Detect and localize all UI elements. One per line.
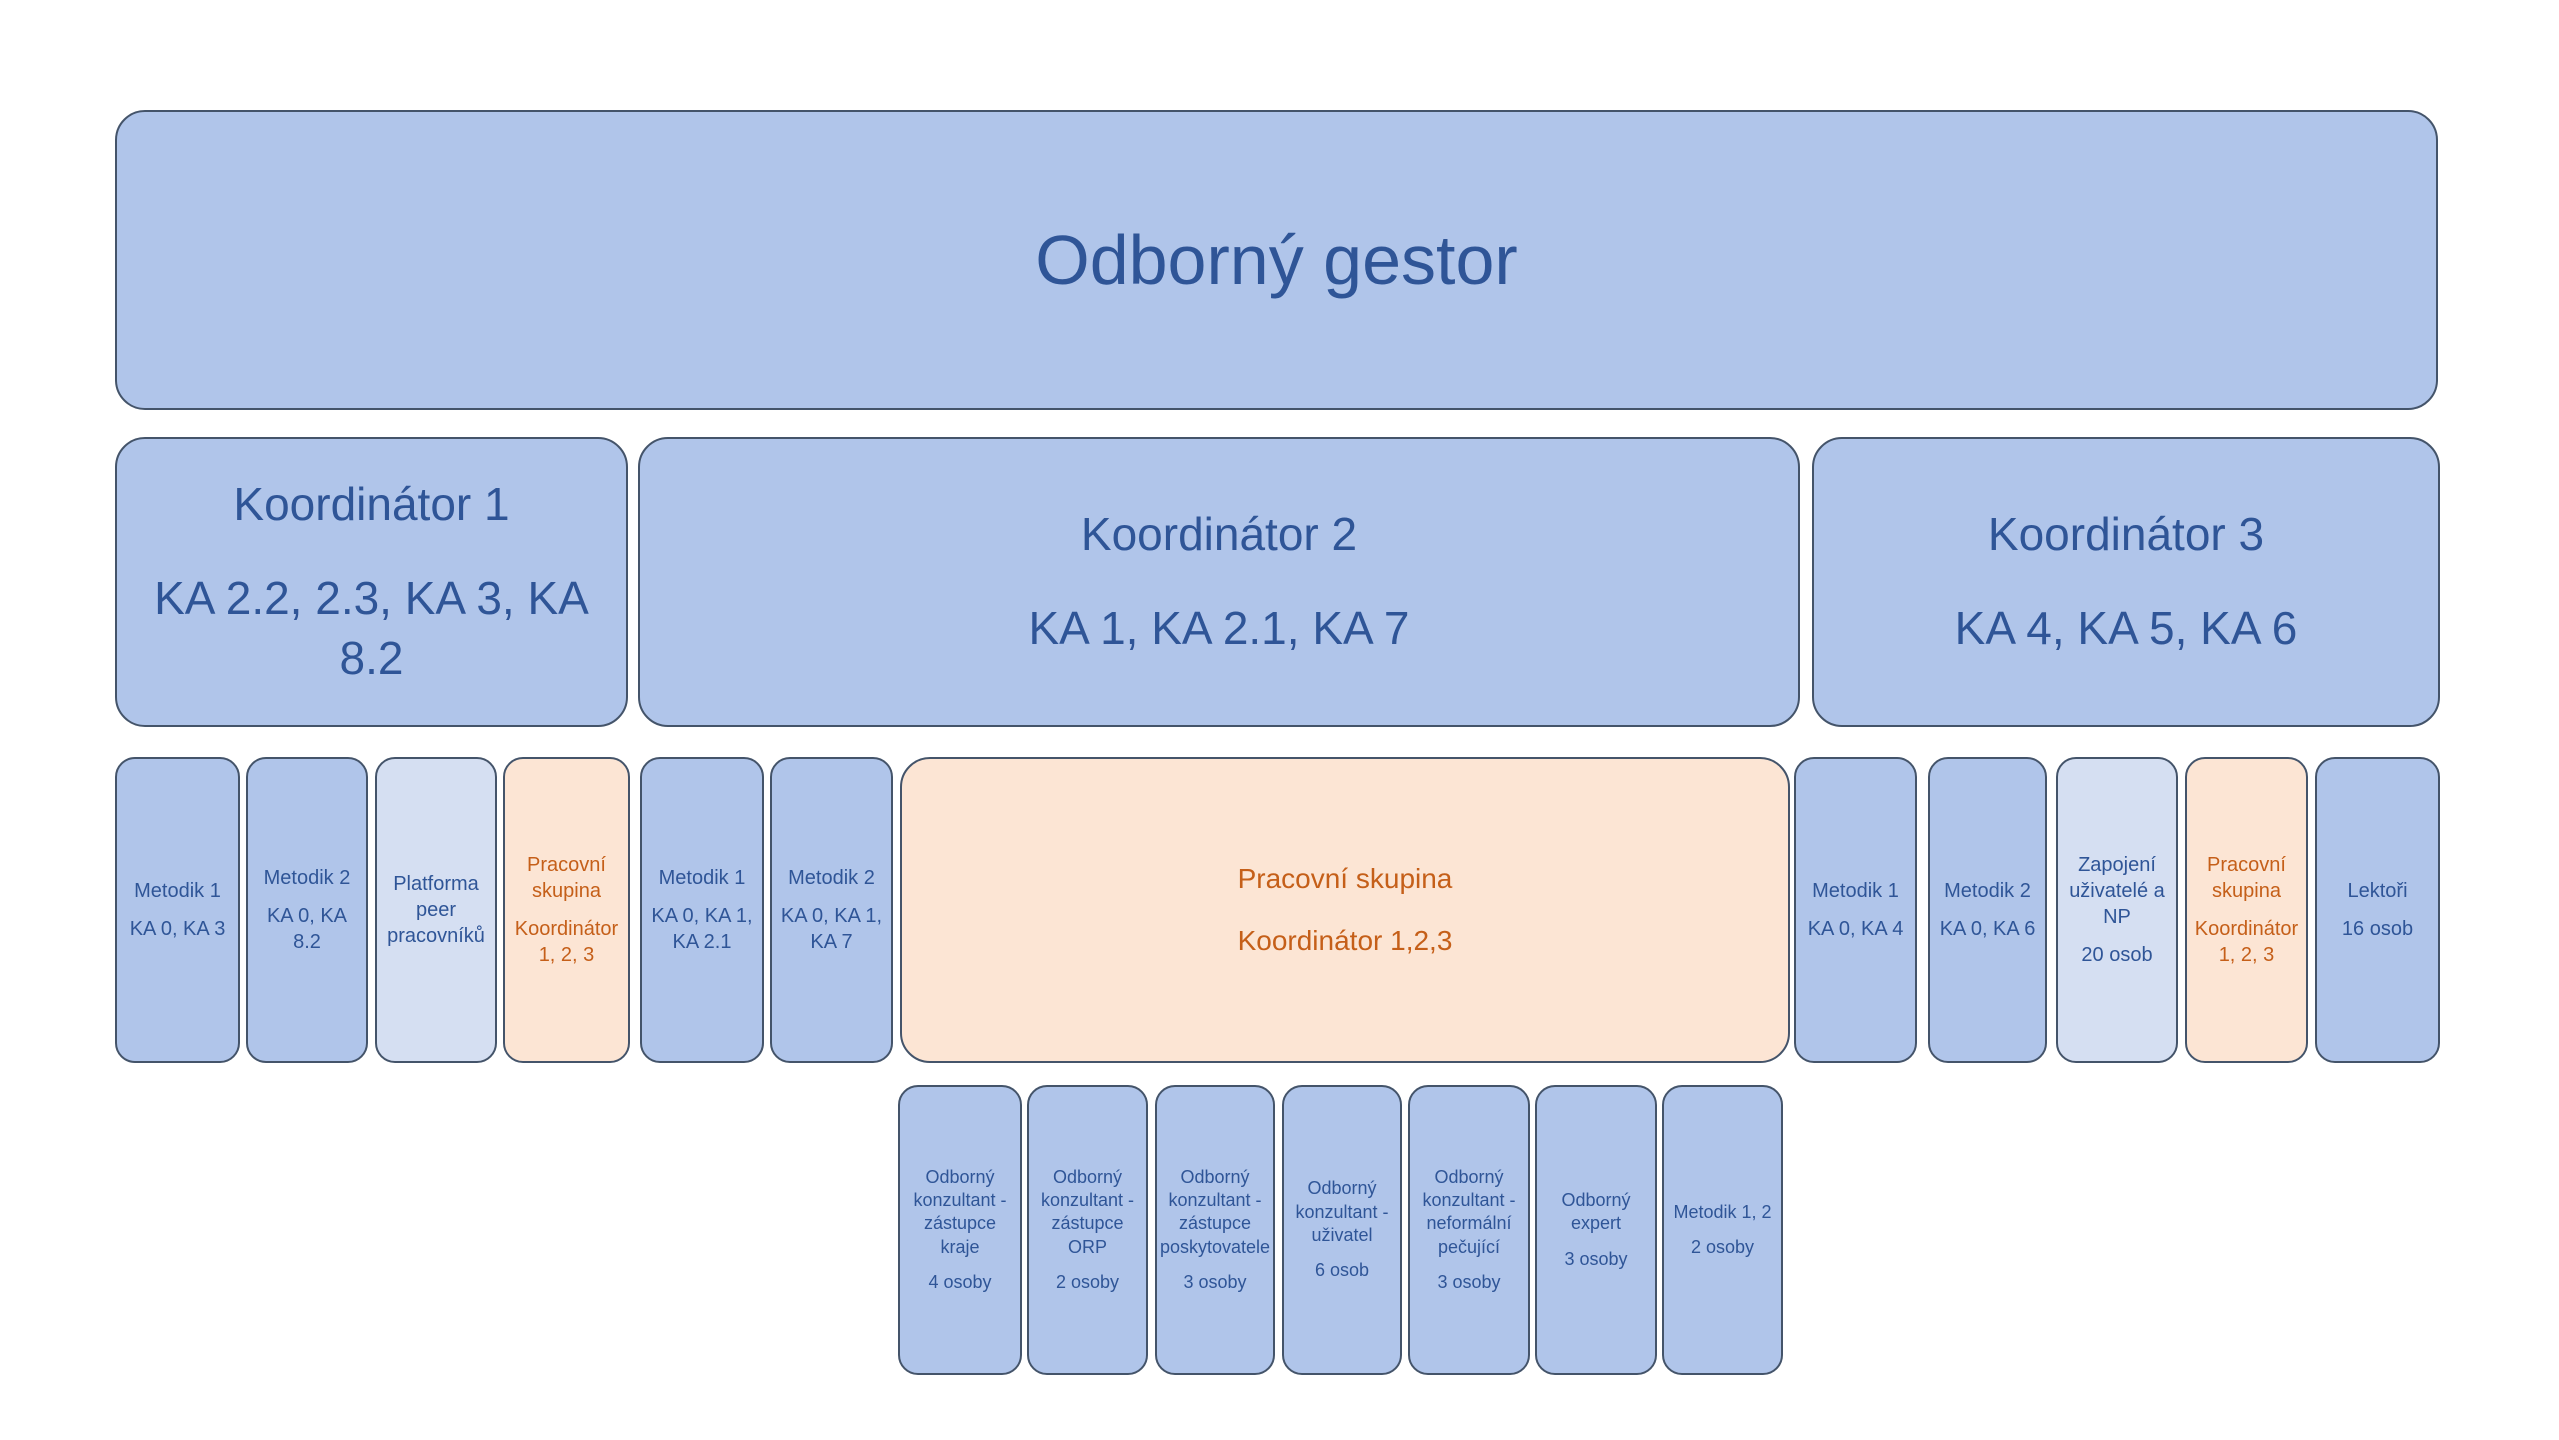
box-platforma-peer-pracovniku: Platforma peer pracovníků [375,757,497,1063]
box-title: Odborný konzultant - uživatel [1295,1178,1389,1245]
box-odborny-gestor: Odborný gestor [115,110,2438,410]
box-detail: 4 osoby [928,1272,992,1293]
box-zapojeni-uzivatele-np: Zapojení uživatelé a NP 20 osob [2056,757,2178,1063]
box-detail: KA 0, KA 6 [1939,918,2036,940]
box-konzultant-neformalni-pecujici: Odborný konzultant - neformální pečující… [1408,1085,1530,1375]
box-title: Koordinátor 1 [233,478,510,531]
box-detail: KA 0, KA 1, KA 7 [780,905,883,953]
box-lektori: Lektoři 16 osob [2315,757,2440,1063]
box-title: Odborný konzultant - zástupce poskytovat… [1159,1166,1271,1257]
box-detail: 20 osob [2081,944,2153,966]
box-title: Pracovní skupina [1237,862,1453,894]
box-title: Metodik 1, 2 [1673,1201,1772,1222]
box-detail: Koordinátor 1, 2, 3 [2194,918,2299,966]
box-title: Odborný konzultant - zástupce kraje [913,1166,1007,1257]
box-metodik2-ka0-ka82: Metodik 2 KA 0, KA 8.2 [246,757,368,1063]
box-detail: 3 osoby [1437,1272,1501,1293]
box-detail: KA 0, KA 1, KA 2.1 [651,905,753,953]
box-title: Metodik 1 [134,880,221,902]
box-title: Metodik 1 [1812,880,1899,902]
box-pracovni-skupina-k1: Pracovní skupina Koordinátor 1, 2, 3 [503,757,630,1063]
box-subtitle: KA 4, KA 5, KA 6 [1954,602,2298,654]
box-title: Odborný gestor [1035,220,1518,299]
box-title: Lektoři [2347,880,2408,902]
box-title: Metodik 1 [658,867,746,889]
box-koordinator-2: Koordinátor 2 KA 1, KA 2.1, KA 7 [638,437,1800,727]
box-title: Pracovní skupina [527,854,606,902]
box-detail: 16 osob [2341,918,2414,940]
box-title: Odborný konzultant - zástupce ORP [1040,1166,1135,1257]
box-metodik1-ka0-ka1-ka21: Metodik 1 KA 0, KA 1, KA 2.1 [640,757,764,1063]
box-koordinator-1: Koordinátor 1 KA 2.2, 2.3, KA 3, KA 8.2 [115,437,628,727]
box-title: Metodik 2 [788,867,875,889]
box-pracovni-skupina-k3: Pracovní skupina Koordinátor 1, 2, 3 [2185,757,2308,1063]
box-detail: 3 osoby [1564,1248,1628,1269]
box-odborny-expert: Odborný expert 3 osoby [1535,1085,1657,1375]
box-title: Metodik 2 [1944,880,2031,902]
box-title: Koordinátor 3 [1987,508,2265,561]
box-konzultant-uzivatel: Odborný konzultant - uživatel 6 osob [1282,1085,1402,1375]
box-detail: 6 osob [1314,1260,1370,1281]
box-konzultant-zastupce-orp: Odborný konzultant - zástupce ORP 2 osob… [1027,1085,1148,1375]
box-detail: Koordinátor 1,2,3 [1237,925,1453,956]
box-title: Odborný konzultant - neformální pečující [1422,1166,1516,1257]
box-metodik2-ka0-ka1-ka7: Metodik 2 KA 0, KA 1, KA 7 [770,757,893,1063]
box-metodik2-ka0-ka6: Metodik 2 KA 0, KA 6 [1928,757,2047,1063]
box-title: Pracovní skupina [2207,854,2286,902]
box-detail: KA 0, KA 4 [1807,918,1904,940]
box-pracovni-skupina-main: Pracovní skupina Koordinátor 1,2,3 [900,757,1790,1063]
box-subtitle: KA 2.2, 2.3, KA 3, KA 8.2 [154,572,589,684]
box-title: Metodik 2 [263,867,351,889]
box-detail: 2 osoby [1690,1237,1755,1257]
box-detail: Koordinátor 1, 2, 3 [514,918,619,966]
box-konzultant-zastupce-poskytovatele: Odborný konzultant - zástupce poskytovat… [1155,1085,1275,1375]
box-detail: 2 osoby [1055,1272,1120,1293]
box-title: Platforma peer pracovníků [387,873,485,947]
box-metodik-1-2: Metodik 1, 2 2 osoby [1662,1085,1783,1375]
box-metodik1-ka0-ka3: Metodik 1 KA 0, KA 3 [115,757,240,1063]
box-title: Zapojení uživatelé a NP [2069,854,2165,928]
box-title: Odborný expert [1561,1189,1631,1234]
box-konzultant-zastupce-kraje: Odborný konzultant - zástupce kraje 4 os… [898,1085,1022,1375]
box-detail: 3 osoby [1183,1272,1247,1293]
box-koordinator-3: Koordinátor 3 KA 4, KA 5, KA 6 [1812,437,2440,727]
box-metodik1-ka0-ka4: Metodik 1 KA 0, KA 4 [1794,757,1917,1063]
box-subtitle: KA 1, KA 2.1, KA 7 [1028,602,1410,654]
box-title: Koordinátor 2 [1080,508,1358,561]
box-detail: KA 0, KA 3 [129,918,226,940]
box-detail: KA 0, KA 8.2 [266,905,348,953]
